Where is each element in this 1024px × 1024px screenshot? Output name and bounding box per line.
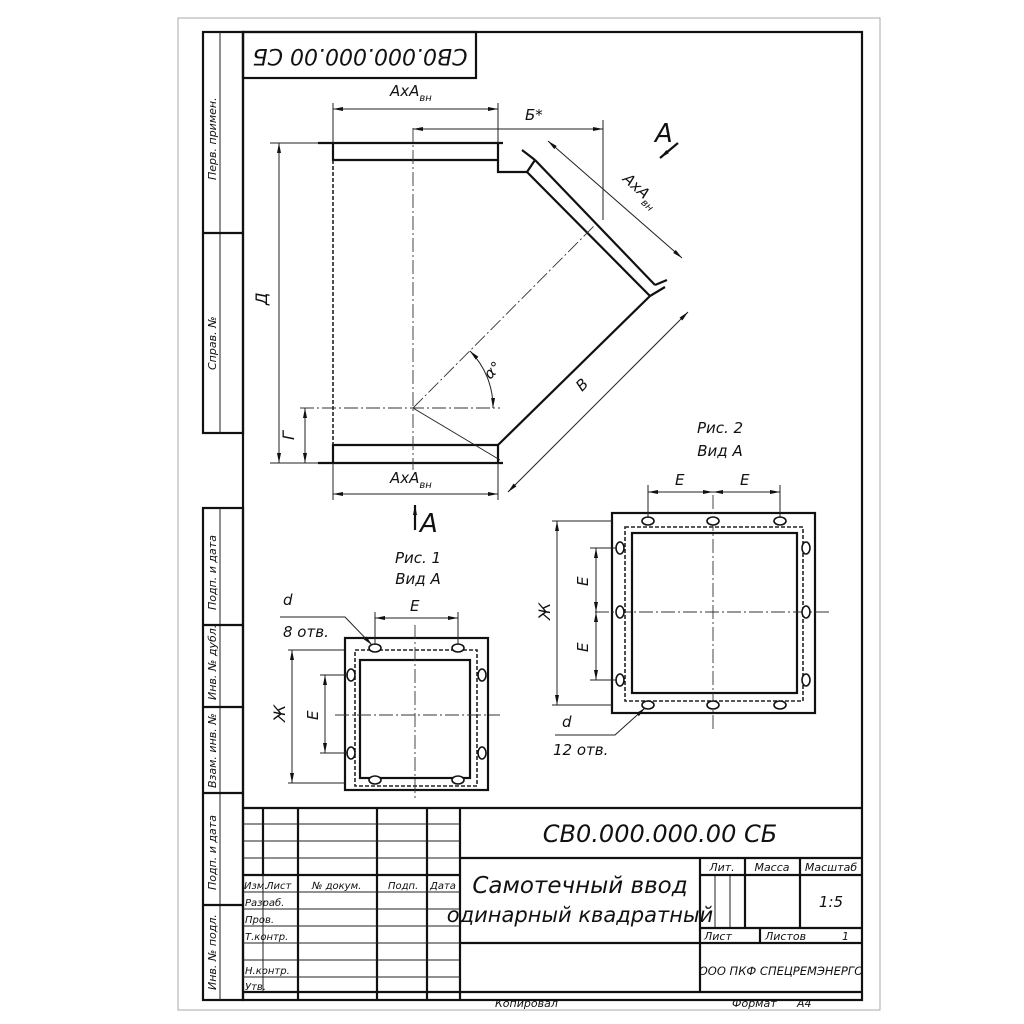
label-podp-data-1: Подп. и дата: [206, 535, 219, 610]
header-lit: Лит.: [708, 861, 734, 874]
row-utv: Утв.: [245, 982, 266, 993]
header-masshtab: Масштаб: [805, 861, 857, 874]
side-strip: Перв. примен. Справ. № Подп. и дата Инв.…: [201, 30, 245, 1002]
view-a-top-label: А: [653, 119, 673, 149]
row-razrab: Разраб.: [245, 897, 284, 909]
fig1-e-top: Е: [410, 597, 420, 615]
fig1-holes: 8 отв.: [283, 623, 329, 641]
row-prov: Пров.: [245, 915, 274, 926]
dim-axa-branch: АхАвн: [616, 169, 663, 214]
dim-alpha: α°: [480, 358, 505, 383]
fig1-caption: Рис. 1: [395, 549, 441, 567]
rotated-code-box: [241, 30, 478, 80]
fig2-e-side-top: Е: [574, 576, 592, 586]
row-tkontr: Т.контр.: [245, 932, 288, 943]
format-label: Формат: [732, 997, 777, 1010]
label-sprav-no: Справ. №: [206, 316, 219, 370]
title-block: [243, 806, 862, 1000]
copied-label: Копировал: [495, 997, 558, 1010]
dim-axa-top: АхАвн: [389, 82, 432, 104]
main-view: [270, 103, 689, 530]
fig1-flange-view: [280, 612, 500, 800]
fig2-holes: 12 отв.: [553, 741, 608, 759]
fig2-flange-view: [552, 485, 830, 736]
format-value: А4: [796, 997, 812, 1010]
scale-value: 1:5: [819, 893, 843, 911]
label-inv-podl: Инв. № подл.: [206, 914, 219, 990]
fig1-e-side: Е: [304, 710, 322, 720]
view-a-bottom-label: А: [418, 509, 438, 539]
fig2-e-top-right: Е: [740, 471, 750, 489]
fig2-d: d: [562, 713, 572, 731]
label-perv-primen: Перв. примен.: [206, 97, 219, 180]
fig1-zh: Ж: [270, 704, 289, 723]
label-list: Лист: [703, 930, 732, 943]
sheet-border: [177, 17, 881, 1011]
dim-d: Д: [252, 293, 271, 307]
col-data: Дата: [429, 881, 456, 892]
drawing-code: СВ0.000.000.00 СБ: [543, 820, 777, 848]
fig1-d: d: [283, 591, 293, 609]
label-inv-dubl: Инв. № дубл.: [206, 625, 219, 700]
dim-b-star: Б*: [525, 106, 543, 124]
fig2-caption: Рис. 2: [697, 419, 743, 437]
fig2-zh: Ж: [535, 602, 554, 621]
organization: ООО ПКФ СПЕЦРЕМЭНЕРГО: [699, 964, 864, 978]
fig1-view: Вид А: [395, 570, 440, 588]
fig2-e-side-bottom: Е: [574, 642, 592, 652]
label-listov: Листов: [764, 930, 806, 943]
dim-axa-bottom: АхАвн: [389, 469, 432, 491]
sheets-total: 1: [842, 930, 849, 943]
drawing-title-line1: Самотечный ввод: [472, 873, 687, 899]
header-massa: Масса: [754, 861, 789, 874]
fig2-e-top-left: Е: [675, 471, 685, 489]
dim-g: Г: [279, 430, 298, 440]
label-vzam-inv: Взам. инв. №: [206, 713, 219, 788]
col-list: Лист: [265, 881, 293, 892]
dim-v: В: [572, 375, 592, 395]
col-izm: Изм.: [244, 881, 268, 892]
col-doc: № докум.: [311, 881, 361, 892]
row-nkontr: Н.контр.: [245, 966, 290, 977]
drawing-title-line2: одинарный квадратный: [447, 903, 713, 927]
rotated-code: СВ0.000.000.00 СБ: [253, 43, 468, 68]
fig2-view: Вид А: [697, 442, 742, 460]
label-podp-data-2: Подп. и дата: [206, 815, 219, 890]
col-podp: Подп.: [388, 881, 418, 892]
